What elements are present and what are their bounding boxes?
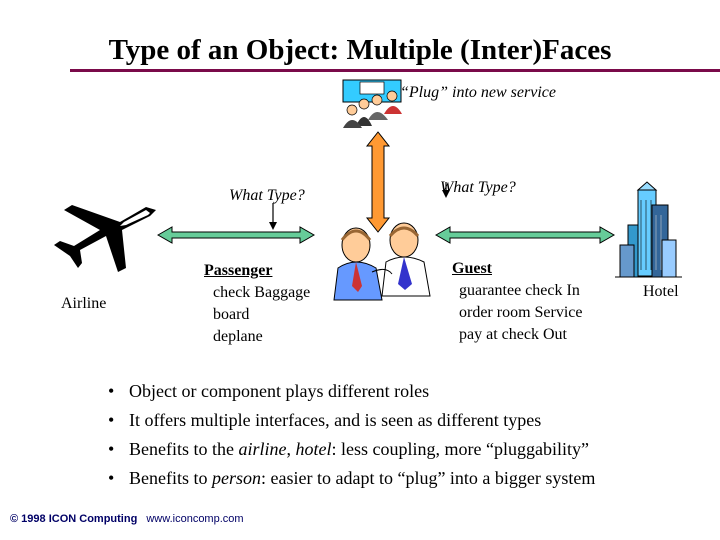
hotel-arrow — [434, 226, 616, 244]
plug-caption: “Plug” into new service — [400, 84, 556, 101]
bullet-list: • Object or component plays different rol… — [108, 377, 595, 493]
plug-arrow — [365, 131, 391, 233]
bullet-text: : easier to adapt to “plug” into a bigge… — [261, 468, 596, 488]
guest-interface: Guest guarantee check In order room Serv… — [452, 258, 583, 346]
footer-copyright: © 1998 ICON Computing — [10, 513, 138, 525]
bullet-item: • Benefits to person: easier to adapt to … — [108, 464, 595, 493]
airline-label: Airline — [61, 295, 107, 312]
airline-arrow — [156, 226, 316, 244]
footer-url[interactable]: www.iconcomp.com — [146, 513, 244, 525]
bullet-text: Benefits to — [129, 468, 212, 488]
passenger-op: deplane — [213, 328, 263, 345]
passenger-header: Passenger — [204, 262, 273, 279]
passenger-op: check Baggage — [213, 284, 311, 301]
hotel-building-icon — [615, 181, 682, 278]
right-what-type-label: What Type? — [440, 179, 516, 196]
passenger-interface: Passenger check Baggage board deplane — [204, 260, 310, 348]
bullet-glyph: • — [108, 381, 115, 401]
footer: © 1998 ICON Computing www.iconcomp.com — [10, 513, 244, 525]
bullet-emphasis: airline — [238, 439, 287, 459]
bullet-glyph: • — [108, 468, 115, 488]
bullet-text: : less coupling, more “pluggability” — [331, 439, 589, 459]
bullet-item: • It offers multiple interfaces, and is s… — [108, 406, 595, 435]
guest-header: Guest — [452, 260, 492, 277]
bullet-item: • Benefits to the airline, hotel: less co… — [108, 435, 595, 464]
left-what-type-label: What Type? — [229, 187, 305, 204]
bullet-text: , — [286, 439, 296, 459]
bullet-text: Object or component plays different role… — [129, 381, 430, 401]
bullet-text: Benefits to the — [129, 439, 239, 459]
right-query-pointer — [442, 182, 450, 198]
bullet-glyph: • — [108, 439, 115, 459]
people-icon — [333, 222, 431, 301]
bullet-glyph: • — [108, 410, 115, 430]
title-underline — [70, 69, 720, 72]
slide-title: Type of an Object: Multiple (Inter)Faces — [108, 34, 612, 66]
passenger-op: board — [213, 306, 250, 323]
guest-op: guarantee check In — [459, 282, 580, 299]
bullet-text: It offers multiple interfaces, and is se… — [129, 410, 542, 430]
airplane-icon — [54, 205, 156, 272]
left-query-pointer — [269, 203, 277, 230]
bullet-emphasis: hotel — [295, 439, 332, 459]
guest-op: pay at check Out — [459, 326, 567, 343]
guest-op: order room Service — [459, 304, 583, 321]
hotel-label: Hotel — [643, 283, 679, 300]
meeting-icon — [342, 79, 402, 128]
bullet-item: • Object or component plays different rol… — [108, 377, 595, 406]
bullet-emphasis: person — [212, 468, 261, 488]
